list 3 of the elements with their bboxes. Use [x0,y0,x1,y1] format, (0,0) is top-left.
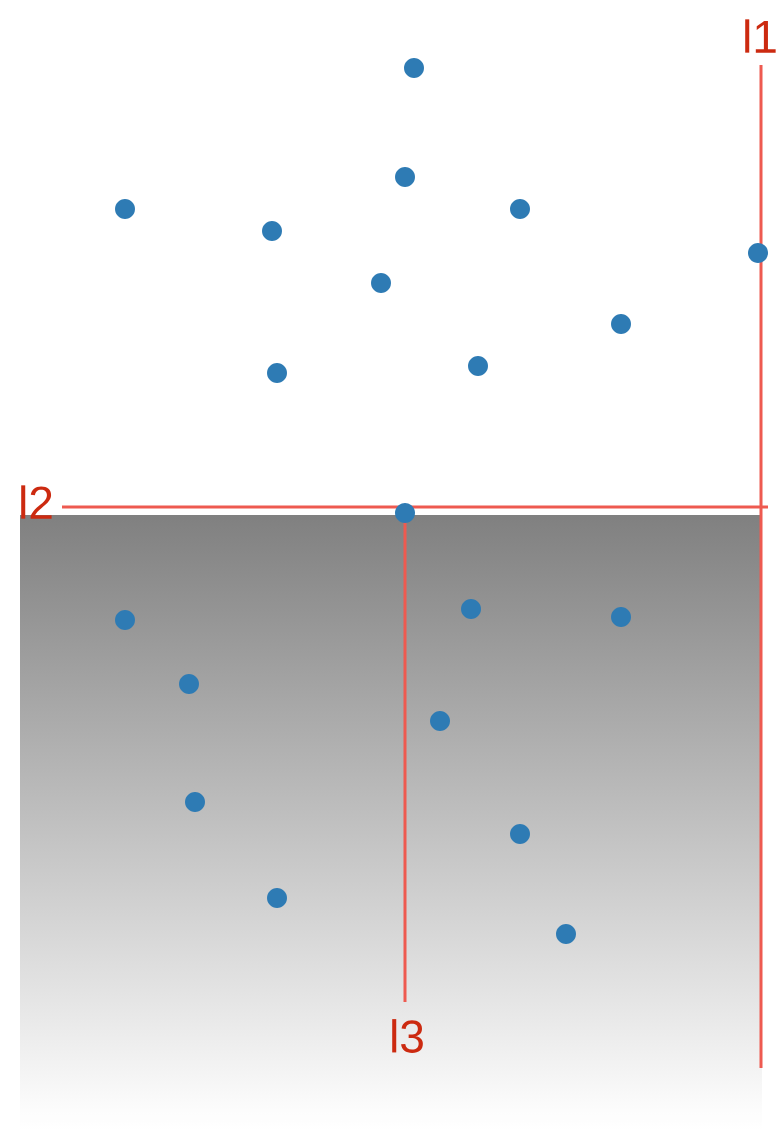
line-label: l2 [21,485,52,519]
line-label: l3 [392,1019,423,1053]
line-label: l1 [745,19,776,53]
